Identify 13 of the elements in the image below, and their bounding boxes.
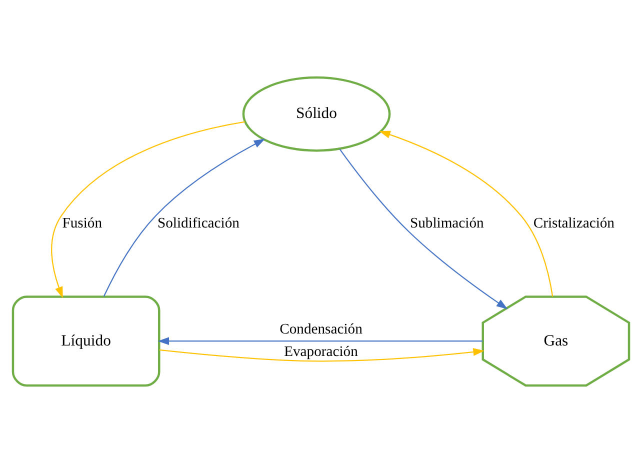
arrow — [159, 348, 484, 362]
edge-label: Evaporación — [284, 344, 358, 360]
edge-label: Condensación — [280, 321, 362, 338]
node-box: Líquido — [12, 295, 160, 386]
edge-label: Cristalización — [533, 214, 614, 231]
edge-label: Solidificación — [157, 214, 240, 231]
arrow — [339, 148, 508, 309]
arrow — [103, 138, 266, 296]
arrow — [158, 336, 483, 345]
arrow — [379, 130, 554, 296]
arrow — [51, 120, 245, 298]
edge-label: Fusión — [62, 214, 102, 231]
edge-label: Sublimación — [410, 214, 484, 231]
